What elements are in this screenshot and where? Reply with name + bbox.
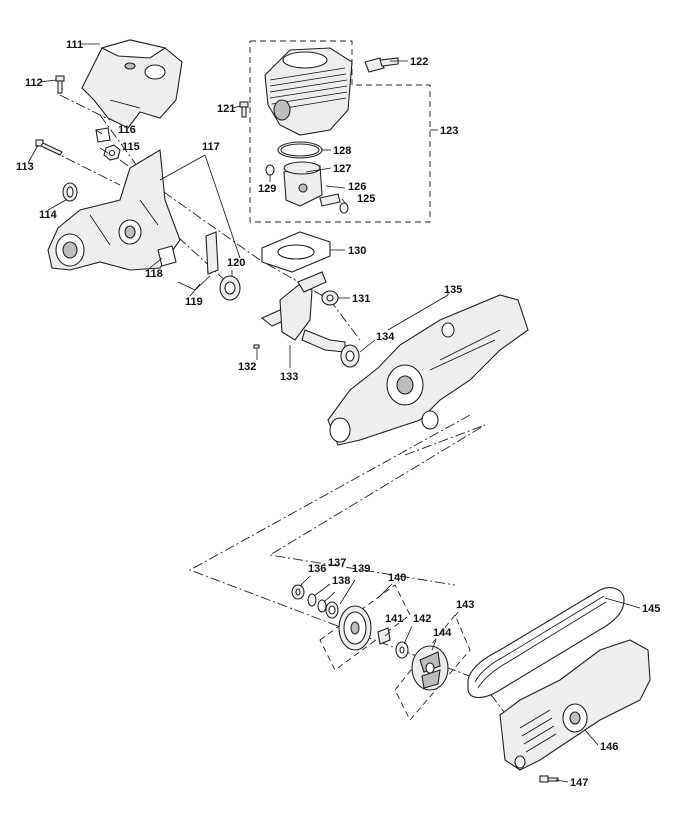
circlip-125 — [339, 202, 349, 214]
callout-141: 141 — [385, 613, 403, 625]
plate-116 — [95, 127, 111, 143]
callout-129: 129 — [258, 183, 276, 195]
key-132 — [253, 344, 260, 349]
callout-128: 128 — [333, 145, 351, 157]
callout-127: 127 — [333, 163, 351, 175]
callout-126: 126 — [348, 181, 366, 193]
callout-133: 133 — [280, 371, 298, 383]
crankcase-half-135 — [327, 294, 529, 446]
gasket-119 — [177, 231, 219, 291]
clutch-group-box — [319, 584, 411, 671]
clutch-fan-144 — [411, 645, 449, 691]
callout-130: 130 — [348, 245, 366, 257]
drive-belt-145 — [467, 587, 625, 699]
seal-114 — [62, 182, 78, 202]
piston-ring-128 — [277, 141, 323, 159]
fan-group-box — [394, 614, 471, 721]
washer-136 — [291, 584, 305, 600]
callout-132: 132 — [238, 361, 256, 373]
piston-pin-126 — [319, 193, 341, 207]
callout-146: 146 — [600, 741, 618, 753]
spark-plug-122 — [364, 57, 399, 73]
callout-114: 114 — [39, 209, 58, 221]
callout-119: 119 — [185, 296, 203, 308]
screw-112 — [55, 75, 65, 94]
callout-143: 143 — [456, 599, 474, 611]
callout-139: 139 — [352, 563, 370, 575]
clip-129 — [265, 164, 275, 176]
callout-145: 145 — [642, 603, 660, 615]
bolt-113 — [35, 139, 63, 156]
ring-138 — [317, 599, 327, 613]
callout-leaders — [27, 43, 641, 783]
belt-guard-146 — [499, 639, 651, 771]
crankshaft-133 — [260, 271, 346, 353]
nut-115 — [103, 144, 121, 161]
piston-127 — [283, 161, 323, 207]
cylinder-group-box — [249, 40, 431, 223]
callout-120: 120 — [227, 257, 245, 269]
callout-113: 113 — [16, 161, 34, 173]
callout-117: 117 — [202, 141, 220, 153]
callout-labels: 111 112 113 114 115 116 117 118 119 120 … — [16, 39, 660, 789]
callout-112: 112 — [25, 77, 43, 89]
crankcase-half-117 — [47, 149, 181, 271]
cylinder-gasket-130 — [261, 231, 331, 273]
belt-guard-vents — [519, 709, 557, 753]
cylinder-123 — [264, 47, 353, 136]
callout-138: 138 — [332, 575, 350, 587]
callout-142: 142 — [413, 613, 431, 625]
callout-147: 147 — [570, 777, 588, 789]
callout-137: 137 — [328, 557, 346, 569]
washer-137 — [307, 593, 317, 607]
bearing-120 — [219, 275, 241, 301]
callout-140: 140 — [388, 572, 406, 584]
needle-bearing-131 — [321, 290, 339, 306]
callout-111: 111 — [66, 39, 83, 51]
callout-131: 131 — [352, 293, 370, 305]
callout-135: 135 — [444, 284, 462, 296]
callout-118: 118 — [145, 268, 163, 280]
callout-116: 116 — [118, 124, 136, 136]
callout-144: 144 — [433, 627, 452, 639]
screw-121 — [239, 101, 249, 118]
callout-122: 122 — [410, 56, 428, 68]
callout-115: 115 — [122, 141, 140, 153]
needle-bearing-141 — [377, 627, 391, 645]
bearing-134 — [340, 344, 360, 368]
ring-139 — [325, 601, 339, 619]
callout-121: 121 — [217, 103, 235, 115]
screw-147 — [539, 775, 559, 783]
cylinder-cover-111 — [81, 39, 183, 129]
callout-136: 136 — [308, 563, 326, 575]
gasket-118 — [157, 245, 177, 267]
washer-142 — [395, 641, 409, 659]
callout-123: 123 — [440, 125, 458, 137]
callout-134: 134 — [376, 331, 395, 343]
callout-125: 125 — [357, 193, 375, 205]
clutch-drum-140 — [338, 605, 372, 651]
